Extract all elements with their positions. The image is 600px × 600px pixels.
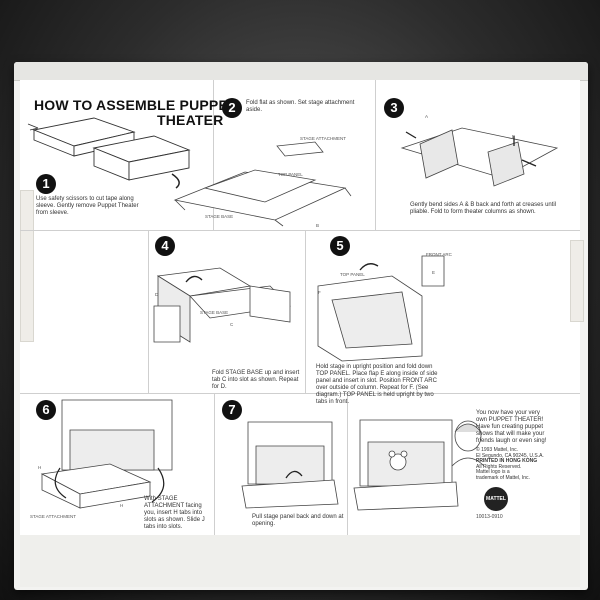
label-h-6: H xyxy=(38,465,42,470)
step-4-number: 4 xyxy=(155,236,175,256)
child-illustration xyxy=(448,418,488,468)
product-code: 10013-0910 xyxy=(476,514,503,520)
page-title: HOW TO ASSEMBLE PUPPET THEATER xyxy=(34,98,237,128)
grid-line-h1 xyxy=(20,230,580,231)
title-line-1: HOW TO ASSEMBLE PUPPET xyxy=(34,97,237,113)
step-7-illustration-a xyxy=(238,420,342,512)
grid-line-v1 xyxy=(213,80,214,230)
grid-line-v4 xyxy=(305,231,306,393)
label-top-panel-5: TOP PANEL xyxy=(340,272,365,277)
legal-line-2: El Segundo, CA 90245, U.S.A. xyxy=(476,452,544,459)
closing-text: You now have your very own PUPPET THEATE… xyxy=(476,410,547,444)
grid-line-v6 xyxy=(347,394,348,535)
step-6-text: With STAGE ATTACHMENT facing you, insert… xyxy=(144,496,205,530)
grid-line-h2 xyxy=(20,393,580,394)
label-a-3: A xyxy=(425,114,429,119)
legal-line-3: PRINTED IN HONG KONG xyxy=(476,458,538,465)
grid-line-v2 xyxy=(375,80,376,230)
step-4-text: Fold STAGE BASE up and insert tab C into… xyxy=(212,370,300,390)
legal-line-6: trademark of Mattel, Inc. xyxy=(476,474,530,481)
step-6-illustration xyxy=(40,398,212,518)
grid-line-v5 xyxy=(214,394,215,535)
legal-line-5: Mattel logo is a xyxy=(476,469,510,476)
step-3-illustration xyxy=(392,108,572,198)
label-front-arc: FRONT ARC xyxy=(426,252,452,257)
label-top-panel-2: TOP PANEL xyxy=(278,172,303,177)
step-1-text: Use safety scissors to cut tape along sl… xyxy=(36,196,139,216)
step-6-number: 6 xyxy=(36,400,56,420)
step-3-text: Gently bend sides A & B back and forth a… xyxy=(410,202,557,215)
step-2-text: Fold flat as shown. Set stage attachment… xyxy=(246,100,355,113)
label-e-5: E xyxy=(432,270,436,275)
legal-block: © 1993 Mattel, Inc. El Segundo, CA 90245… xyxy=(476,447,556,482)
step-5-text: Hold stage in upright position and fold … xyxy=(316,364,438,405)
grid-line-v3 xyxy=(148,231,149,393)
legal-line-4: All Rights Reserved. xyxy=(476,463,522,470)
label-c-4: C xyxy=(230,322,234,327)
step-5-number: 5 xyxy=(330,236,350,256)
label-stage-base-4: STAGE BASE xyxy=(200,310,229,315)
step-4-illustration xyxy=(150,262,300,362)
step-7-text: Pull stage panel back and down at openin… xyxy=(252,514,344,527)
label-d-4: D xyxy=(155,292,159,297)
label-b-3: B xyxy=(512,134,516,139)
step-1-illustration xyxy=(24,112,204,192)
step-7-number: 7 xyxy=(222,400,242,420)
label-f-5: F xyxy=(318,290,321,295)
box-bottom-edge xyxy=(20,535,580,587)
label-stage-base-2: STAGE BASE xyxy=(205,214,234,219)
box-lid-edge xyxy=(14,62,588,81)
label-h-6b: H xyxy=(120,503,124,508)
label-stage-attachment: STAGE ATTACHMENT xyxy=(300,136,347,141)
label-stage-attachment-6: STAGE ATTACHMENT xyxy=(30,514,77,519)
tape-right xyxy=(570,240,584,322)
step-1-number: 1 xyxy=(36,174,56,194)
step-2-number: 2 xyxy=(222,98,242,118)
step-2-illustration xyxy=(165,130,365,230)
legal-line-1: © 1993 Mattel, Inc. xyxy=(476,447,519,453)
step-5-illustration xyxy=(312,256,452,366)
step-7-illustration-b xyxy=(352,418,464,514)
label-b-2: B xyxy=(316,223,320,228)
mattel-logo: MATTEL xyxy=(484,487,508,511)
step-3-number: 3 xyxy=(384,98,404,118)
title-line-2: THEATER xyxy=(157,112,224,128)
tape-left xyxy=(20,190,34,342)
